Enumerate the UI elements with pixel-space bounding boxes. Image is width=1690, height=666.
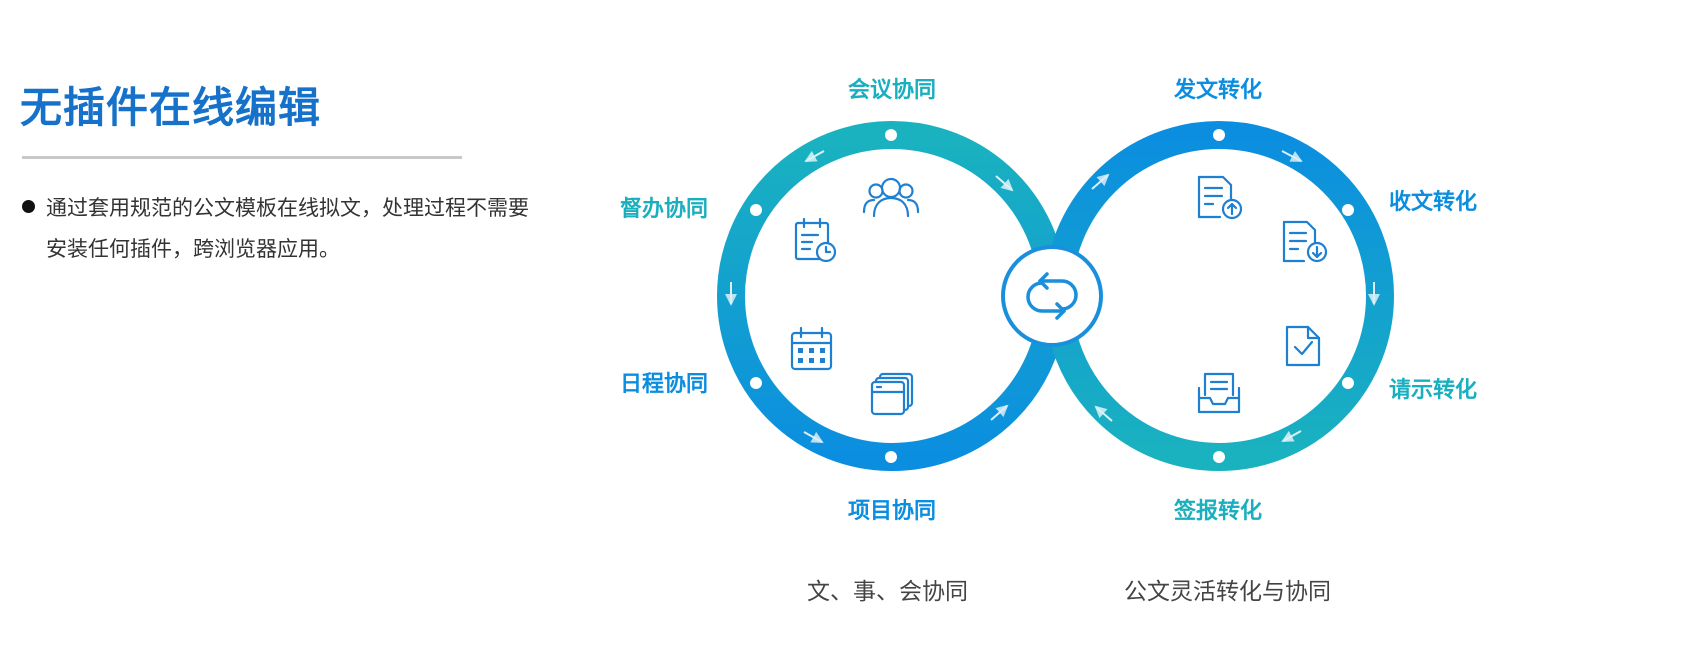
project-windows-icon xyxy=(870,372,914,416)
arrow-icon xyxy=(1094,405,1113,422)
description-item: 通过套用规范的公文模板在线拟文，处理过程不需要安装任何插件，跨浏览器应用。 xyxy=(22,188,542,270)
label-outgoing-doc: 发文转化 xyxy=(1174,78,1263,103)
label-supervision: 督办协同 xyxy=(620,197,709,222)
ring-dot xyxy=(885,451,897,463)
description-text: 通过套用规范的公文模板在线拟文，处理过程不需要安装任何插件，跨浏览器应用。 xyxy=(46,196,529,261)
ring-dot xyxy=(1342,204,1354,216)
arrow-icon xyxy=(990,404,1009,421)
ring-dot xyxy=(1213,451,1225,463)
ring-dot xyxy=(750,377,762,389)
document-upload-icon xyxy=(1197,175,1243,220)
sync-arrows-icon xyxy=(1026,272,1078,320)
label-incoming-doc: 收文转化 xyxy=(1389,190,1478,215)
document-download-icon xyxy=(1282,220,1328,263)
ring-dots xyxy=(750,129,1354,463)
page-title: 无插件在线编辑 xyxy=(20,83,322,132)
arrow-icon xyxy=(995,175,1014,192)
bullet-dot xyxy=(22,200,35,213)
right-ring xyxy=(1044,121,1394,471)
label-schedule: 日程协同 xyxy=(620,372,709,397)
arrow-icon xyxy=(1091,173,1110,190)
schedule-clock-icon xyxy=(794,217,837,263)
inbox-tray-icon xyxy=(1197,372,1241,414)
center-sync xyxy=(1001,245,1103,347)
label-request: 请示转化 xyxy=(1389,378,1478,403)
arrow-icon xyxy=(1281,150,1303,162)
label-project: 项目协同 xyxy=(848,499,937,524)
right-caption: 公文灵活转化与协同 xyxy=(1124,579,1331,605)
ring-arrows xyxy=(725,150,1380,443)
calendar-icon xyxy=(790,326,833,371)
label-report: 签报转化 xyxy=(1174,499,1263,524)
label-meeting: 会议协同 xyxy=(848,78,937,103)
description-list: 通过套用规范的公文模板在线拟文，处理过程不需要安装任何插件，跨浏览器应用。 xyxy=(22,188,542,270)
title-divider xyxy=(22,156,462,159)
ring-dot xyxy=(1213,129,1225,141)
ring-dot xyxy=(750,204,762,216)
arrow-icon xyxy=(804,150,825,162)
center-circle xyxy=(1001,245,1103,347)
arrow-icon xyxy=(1281,430,1302,442)
ring-dot xyxy=(1342,377,1354,389)
document-check-icon xyxy=(1285,325,1321,367)
arrow-icon xyxy=(803,431,824,443)
meeting-people-icon xyxy=(862,177,920,218)
left-caption: 文、事、会协同 xyxy=(807,579,968,605)
ring-dot xyxy=(885,129,897,141)
